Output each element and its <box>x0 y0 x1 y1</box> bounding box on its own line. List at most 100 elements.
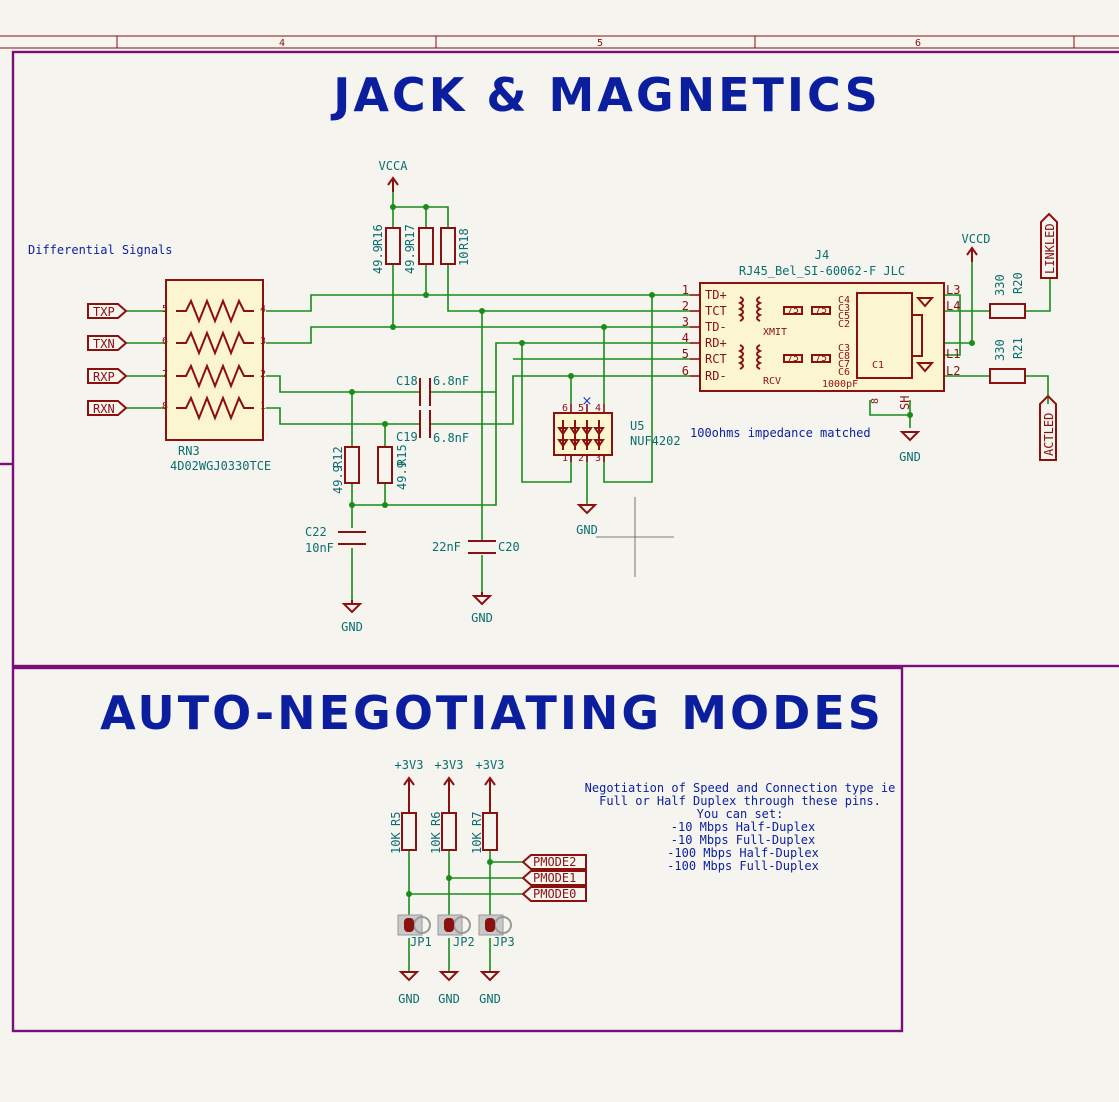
svg-text:-100 Mbps Half-Duplex: -100 Mbps Half-Duplex <box>667 846 819 860</box>
txp-label[interactable]: TXP <box>87 303 128 319</box>
svg-text:330: 330 <box>993 274 1007 296</box>
jp1-jumper[interactable]: JP1 <box>397 914 432 949</box>
svg-text:VCCD: VCCD <box>962 232 991 246</box>
svg-text:+3V3: +3V3 <box>435 758 464 772</box>
svg-text:10nF: 10nF <box>305 541 334 555</box>
jp2-jumper[interactable]: JP2 <box>437 914 475 949</box>
svg-text:2: 2 <box>682 299 689 313</box>
r17-resistor[interactable]: 49.9 R17 <box>403 224 434 274</box>
svg-text:GND: GND <box>398 992 420 1006</box>
svg-text:1: 1 <box>682 283 689 297</box>
c18-capacitor[interactable]: C18 6.8nF <box>396 374 469 406</box>
svg-text:SH: SH <box>898 396 912 410</box>
svg-text:RCV: RCV <box>763 376 781 387</box>
svg-text:49.9: 49.9 <box>403 245 417 274</box>
c20-capacitor[interactable]: 22nF C20 <box>432 540 520 554</box>
r20-resistor[interactable]: 330 R20 <box>989 272 1026 319</box>
impedance-note: 100ohms impedance matched <box>690 426 871 440</box>
c19-capacitor[interactable]: C19 6.8nF <box>396 410 469 445</box>
svg-text:J4: J4 <box>815 248 829 262</box>
svg-text:8: 8 <box>162 401 168 412</box>
svg-text:C4: C4 <box>838 295 850 306</box>
ruler-label: 5 <box>597 38 603 49</box>
svg-text:3: 3 <box>595 453 601 464</box>
gnd-symbol: GND <box>576 504 598 537</box>
autoneg-section-title: AUTO-NEGOTIATING MODES <box>100 686 884 740</box>
rn3-value: 4D02WGJ0330TCE <box>170 459 271 473</box>
svg-text:4: 4 <box>682 331 689 345</box>
c22-capacitor[interactable]: C22 10nF <box>305 525 366 555</box>
u5-esd-protection[interactable]: 6 5 4 1 2 3 × U5 NUF4202 <box>553 394 681 464</box>
svg-text:RD-: RD- <box>705 369 727 383</box>
svg-text:L1: L1 <box>946 347 960 361</box>
svg-text:75: 75 <box>787 305 799 316</box>
rxn-label[interactable]: RXN <box>87 400 128 416</box>
gnd-symbol: GND <box>471 592 493 625</box>
svg-text:JP2: JP2 <box>453 935 475 949</box>
jp3-jumper[interactable]: JP3 <box>478 914 515 949</box>
j4-rj45-connector[interactable]: J4 RJ45_Bel_SI-60062-F JLC 1 2 3 4 5 6 T… <box>682 248 961 410</box>
svg-text:6: 6 <box>682 364 689 378</box>
svg-text:C6: C6 <box>838 367 850 378</box>
svg-text:XMIT: XMIT <box>763 327 787 338</box>
svg-text:C5: C5 <box>838 311 850 322</box>
r15-resistor[interactable]: 49.9 R15 <box>377 444 409 490</box>
svg-text:RD+: RD+ <box>705 336 727 350</box>
svg-text:1: 1 <box>562 453 568 464</box>
svg-text:C18: C18 <box>396 374 418 388</box>
svg-text:5: 5 <box>682 347 689 361</box>
svg-text:5: 5 <box>162 304 168 315</box>
r21-resistor[interactable]: 330 R21 <box>989 337 1026 384</box>
svg-text:+3V3: +3V3 <box>476 758 505 772</box>
txn-label[interactable]: TXN <box>87 335 128 351</box>
r6-resistor[interactable]: 10K R6 <box>429 812 457 854</box>
ruler-label: 4 <box>279 38 285 49</box>
svg-text:RCT: RCT <box>705 352 727 366</box>
svg-text:TXP: TXP <box>93 305 115 319</box>
autoneg-section-frame <box>11 666 904 1033</box>
gnd-symbol: GND <box>341 600 363 634</box>
svg-text:TD-: TD- <box>705 320 727 334</box>
svg-text:×: × <box>582 394 593 409</box>
actled-label[interactable]: ACTLED <box>1039 394 1057 461</box>
pmode1-label[interactable]: PMODE1 <box>521 870 587 886</box>
svg-text:C3: C3 <box>838 343 850 354</box>
svg-text:4: 4 <box>260 304 266 315</box>
svg-text:1000pF: 1000pF <box>822 379 858 390</box>
vccd-power-symbol: VCCD <box>962 232 991 262</box>
svg-text:Full or Half Duplex through th: Full or Half Duplex through these pins. <box>599 794 881 808</box>
svg-text:7: 7 <box>162 369 168 380</box>
svg-text:49.9: 49.9 <box>395 461 409 490</box>
junctions <box>349 204 975 897</box>
pmode2-label[interactable]: PMODE2 <box>521 854 587 870</box>
r7-resistor[interactable]: 10K R7 <box>470 812 498 854</box>
r16-resistor[interactable]: 49.9 R16 <box>371 224 401 274</box>
gnd-symbol: GND <box>438 971 460 1006</box>
svg-text:6: 6 <box>562 403 568 414</box>
svg-text:6.8nF: 6.8nF <box>433 374 469 388</box>
svg-text:75: 75 <box>815 305 827 316</box>
svg-text:6: 6 <box>162 336 168 347</box>
svg-text:L2: L2 <box>946 364 960 378</box>
svg-text:R5: R5 <box>389 812 403 826</box>
pmode0-label[interactable]: PMODE0 <box>521 886 587 902</box>
svg-text:GND: GND <box>471 611 493 625</box>
svg-text:C8: C8 <box>838 351 850 362</box>
svg-text:C20: C20 <box>498 540 520 554</box>
r12-resistor[interactable]: 49.9 R12 <box>331 446 360 494</box>
linkled-label[interactable]: LINKLED <box>1040 212 1058 279</box>
svg-text:C7: C7 <box>838 359 850 370</box>
svg-text:75: 75 <box>815 353 827 364</box>
svg-text:L3: L3 <box>946 283 960 297</box>
sheet-ruler: 4 5 6 <box>0 35 1119 49</box>
differential-note: Differential Signals <box>28 243 173 257</box>
rxp-label[interactable]: RXP <box>87 368 128 384</box>
svg-text:2: 2 <box>260 369 266 380</box>
svg-text:4: 4 <box>595 403 601 414</box>
svg-text:3: 3 <box>682 315 689 329</box>
rn3-resistor-network[interactable]: 5 6 7 8 4 3 2 1 RN3 4D02WGJ0330TCE <box>162 279 271 473</box>
r5-resistor[interactable]: 10K R5 <box>389 812 417 854</box>
svg-text:-10 Mbps Full-Duplex: -10 Mbps Full-Duplex <box>671 833 816 847</box>
r18-resistor[interactable]: 10 R18 <box>440 227 471 266</box>
